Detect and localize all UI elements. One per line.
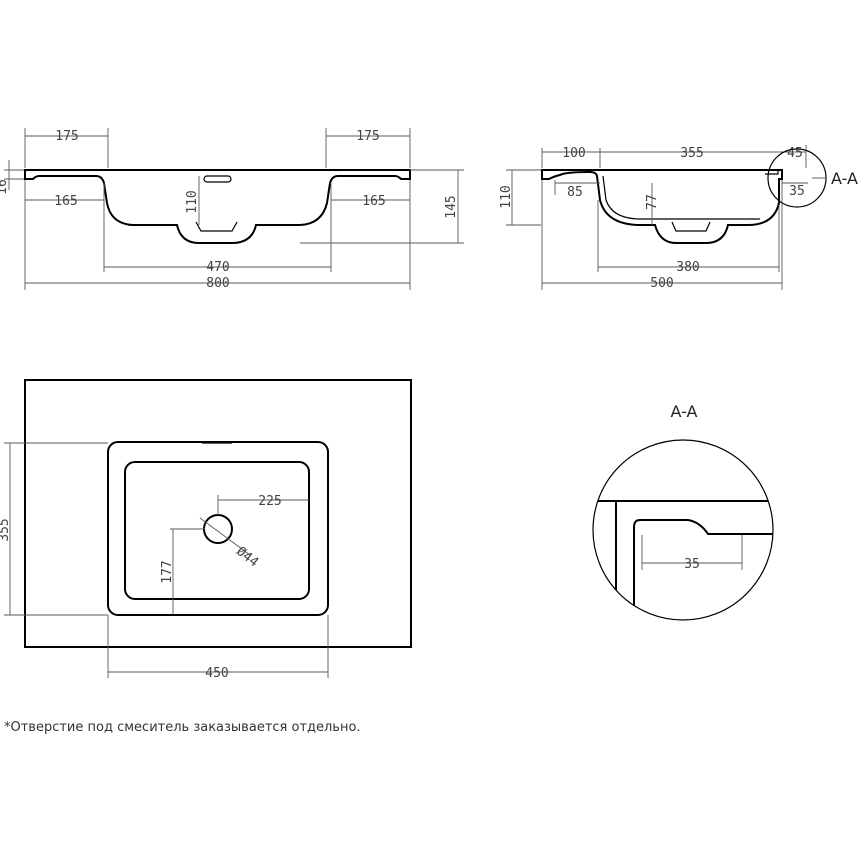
side-view-front-lip — [765, 170, 779, 175]
front-dim-top-right: 175 — [356, 129, 379, 144]
detail-profile — [593, 500, 773, 620]
top-dim-width: 450 — [205, 666, 228, 681]
detail-title: A-A — [671, 402, 698, 421]
detail-circle — [592, 439, 774, 621]
top-dim-drain-y: 177 — [160, 560, 175, 583]
detail-view: A-A 35 — [592, 402, 774, 621]
side-dim-front: 45 — [787, 146, 803, 161]
side-dim-bowl-depth: 77 — [645, 194, 660, 210]
section-marker-label: A-A — [831, 169, 858, 188]
front-dim-bowl-depth: 110 — [185, 190, 200, 213]
side-view-inner — [602, 175, 760, 220]
side-dim-back: 100 — [562, 146, 585, 161]
top-dim-drain-x: 225 — [258, 494, 281, 509]
top-dim-drain-dia: Ø44 — [233, 544, 261, 570]
front-dim-side-height: 16 — [0, 179, 10, 195]
front-dim-bowl-width: 470 — [206, 260, 229, 275]
front-dim-top-left: 175 — [55, 129, 78, 144]
footnote: *Отверстие под смеситель заказывается от… — [4, 720, 361, 735]
front-dim-total-height: 145 — [444, 195, 459, 218]
side-dim-inner-back: 85 — [567, 185, 583, 200]
front-view-profile — [24, 169, 411, 244]
side-dim-front-lip: 35 — [789, 184, 805, 199]
front-view-overflow — [203, 175, 232, 183]
front-view-drain — [195, 221, 238, 232]
side-dim-top: 355 — [680, 146, 703, 161]
top-view-outer — [24, 379, 412, 648]
side-dim-bowl-width: 380 — [676, 260, 699, 275]
side-view-profile — [541, 169, 783, 244]
top-dim-height: 355 — [0, 518, 12, 541]
detail-dim-lip: 35 — [684, 557, 700, 572]
front-view: 175 175 16 165 165 110 145 470 — [0, 128, 464, 291]
top-view-bowl-inner — [124, 461, 310, 600]
side-dim-height: 110 — [499, 185, 514, 208]
front-dim-total-width: 800 — [206, 276, 229, 291]
side-view: 100 355 45 85 35 110 77 380 500 — [499, 145, 858, 291]
top-view-bowl-outer — [107, 441, 329, 616]
top-view: 355 225 Ø44 177 450 — [0, 379, 412, 681]
side-dim-total: 500 — [650, 276, 673, 291]
side-view-drain — [671, 221, 711, 232]
front-dim-shelf-left: 165 — [54, 194, 77, 209]
front-dim-shelf-right: 165 — [362, 194, 385, 209]
